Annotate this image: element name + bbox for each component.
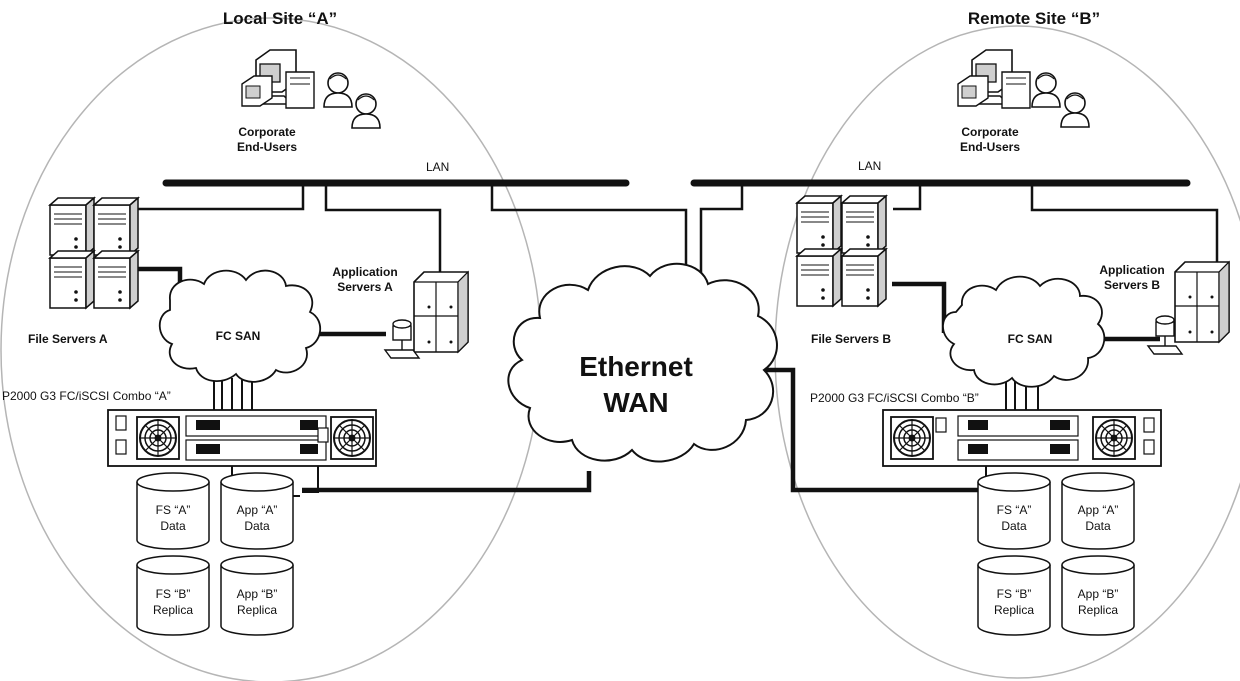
storage-cylinder-icon bbox=[977, 482, 1051, 550]
server-tower-icon bbox=[93, 250, 139, 309]
fc-san-cloud-b bbox=[942, 275, 1106, 388]
users-a-label-2: End-Users bbox=[237, 140, 297, 154]
file-servers-b-label: File Servers B bbox=[811, 332, 891, 346]
app-server-b-icon bbox=[1174, 261, 1230, 343]
file-servers-a-label: File Servers A bbox=[28, 332, 108, 346]
volume-label: Data bbox=[160, 519, 186, 533]
storage-cylinder-icon bbox=[220, 565, 294, 636]
volume-label: FS “B” bbox=[997, 587, 1032, 601]
lan-a-label: LAN bbox=[426, 160, 449, 174]
users-a-label-1: Corporate bbox=[238, 125, 296, 139]
volumes-a bbox=[136, 472, 294, 636]
storage-cylinder-icon bbox=[220, 482, 294, 550]
wan-label-2: WAN bbox=[603, 387, 668, 418]
volume-label: Data bbox=[1001, 519, 1027, 533]
storage-array-a bbox=[107, 409, 377, 467]
wan-label-1: Ethernet bbox=[579, 351, 693, 382]
volumes-b bbox=[977, 472, 1135, 636]
fc-san-b-label: FC SAN bbox=[1008, 332, 1053, 346]
san-connections-b bbox=[764, 281, 1160, 493]
server-tower-icon bbox=[841, 248, 887, 307]
workstation-icon bbox=[241, 49, 315, 109]
server-tower-icon bbox=[93, 197, 139, 256]
app-servers-b-label-2: Servers B bbox=[1104, 278, 1160, 292]
ethernet-wan-cloud bbox=[507, 262, 778, 463]
workstation-icon bbox=[957, 49, 1031, 109]
fan-icon bbox=[890, 416, 934, 460]
app-servers-a-label-2: Servers A bbox=[337, 280, 393, 294]
site-b-title: Remote Site “B” bbox=[968, 9, 1100, 28]
app-servers-b-label-1: Application bbox=[1099, 263, 1164, 277]
users-b-label-2: End-Users bbox=[960, 140, 1020, 154]
volume-label: Replica bbox=[994, 603, 1034, 617]
lan-b-label: LAN bbox=[858, 159, 881, 173]
fc-san-cloud-a bbox=[158, 269, 321, 383]
volume-label: Replica bbox=[1078, 603, 1118, 617]
volume-label: App “A” bbox=[1078, 503, 1119, 517]
fc-san-a-label: FC SAN bbox=[216, 329, 261, 343]
lan-connections-b bbox=[699, 183, 1219, 285]
fan-icon bbox=[330, 416, 374, 460]
server-tower-icon bbox=[796, 195, 842, 254]
storage-cylinder-icon bbox=[1061, 565, 1135, 636]
array-b-label: P2000 G3 FC/iSCSI Combo “B” bbox=[810, 391, 979, 405]
server-tower-icon bbox=[796, 248, 842, 307]
volume-label: FS “A” bbox=[156, 503, 191, 517]
users-b-label-1: Corporate bbox=[961, 125, 1019, 139]
storage-cylinder-icon bbox=[136, 565, 210, 636]
user-icon bbox=[1060, 92, 1090, 128]
file-servers-b bbox=[796, 195, 887, 307]
workstations-a bbox=[241, 49, 315, 109]
storage-cylinder-icon bbox=[977, 565, 1051, 636]
volume-label: FS “B” bbox=[156, 587, 191, 601]
volume-label: Data bbox=[1085, 519, 1111, 533]
fan-icon bbox=[1092, 416, 1136, 460]
app-servers-a-label-1: Application bbox=[332, 265, 397, 279]
site-a-title: Local Site “A” bbox=[223, 9, 337, 28]
server-tower-icon bbox=[49, 250, 95, 309]
storage-cylinder-icon bbox=[136, 482, 210, 550]
app-server-a-icon bbox=[413, 271, 469, 353]
user-icon bbox=[351, 93, 381, 129]
volume-label: App “B” bbox=[237, 587, 278, 601]
user-icon bbox=[1031, 72, 1061, 108]
storage-cylinder-icon bbox=[1061, 482, 1135, 550]
volume-label: App “A” bbox=[237, 503, 278, 517]
server-tower-icon bbox=[841, 195, 887, 254]
storage-array-b bbox=[882, 409, 1162, 467]
volume-label: Data bbox=[244, 519, 270, 533]
array-a-label: P2000 G3 FC/iSCSI Combo “A” bbox=[2, 389, 171, 403]
fan-icon bbox=[136, 416, 180, 460]
server-tower-icon bbox=[49, 197, 95, 256]
volume-label: Replica bbox=[153, 603, 193, 617]
volume-label: FS “A” bbox=[997, 503, 1032, 517]
lan-connections-a bbox=[136, 183, 688, 283]
user-icon bbox=[323, 72, 353, 108]
volume-label: App “B” bbox=[1078, 587, 1119, 601]
volume-label: Replica bbox=[237, 603, 277, 617]
file-servers-a bbox=[49, 197, 139, 309]
